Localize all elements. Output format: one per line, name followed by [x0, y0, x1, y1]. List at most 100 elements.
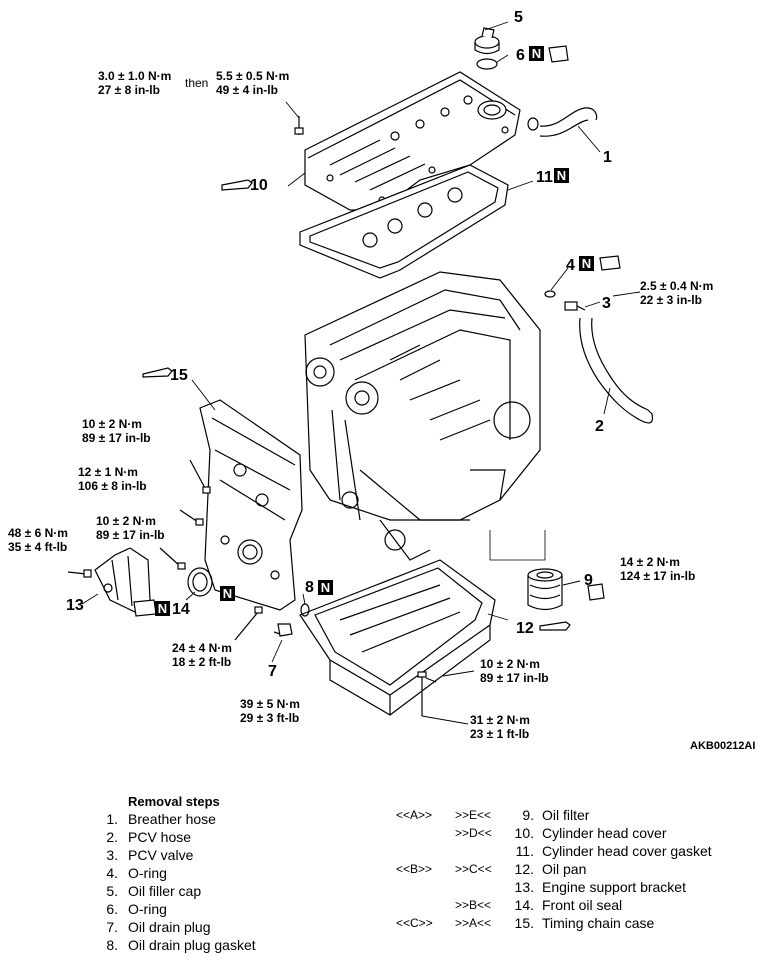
step-number: 15.: [514, 915, 534, 931]
o-ring-6-drawing: [476, 58, 498, 70]
step-number: 7.: [106, 919, 118, 935]
sealant-tube-icon: [142, 179, 571, 631]
torque-bracket: 48 ± 6 N·m: [8, 526, 68, 540]
engine-block-drawing: [304, 271, 541, 561]
torque-drain-plug-ftlb: 29 ± 3 ft-lb: [240, 711, 299, 725]
step-text: PCV hose: [128, 829, 192, 845]
cylinder-head-cover-drawing: [304, 71, 521, 211]
step-text: Cylinder head cover: [542, 825, 667, 841]
callout-3: 3: [602, 295, 611, 312]
torque-pcv: 2.5 ± 0.4 N·m: [640, 279, 713, 293]
oil-pan-drawing: [299, 559, 496, 717]
torque-case-low-inlb: 89 ± 17 in-lb: [96, 528, 165, 542]
torque-oil-filter-inlb: 124 ± 17 in-lb: [620, 569, 695, 583]
torque-case-low: 10 ± 2 N·m: [96, 514, 156, 528]
new-part-boxes: [155, 46, 594, 616]
callout-12: 12: [516, 620, 534, 637]
torque-oil-filter: 14 ± 2 N·m: [620, 555, 680, 569]
timing-chain-case-drawing: [199, 399, 303, 611]
oil-filter-drawing: [527, 568, 563, 611]
install-ref-mark: >>D<<: [455, 826, 492, 840]
step-text: Front oil seal: [542, 897, 623, 913]
removal-steps-title: Removal steps: [128, 794, 220, 809]
callout-5: 5: [514, 9, 523, 26]
torque-drain-plug: 39 ± 5 N·m: [240, 697, 300, 711]
step-number: 12.: [514, 861, 534, 877]
install-ref-mark: >>B<<: [455, 898, 492, 912]
torque-case-bolt-ftlb: 18 ± 2 ft-lb: [172, 655, 231, 669]
new-part-mark: N: [582, 256, 591, 271]
step-number: 11.: [515, 843, 534, 859]
torque-case-mid: 12 ± 1 N·m: [78, 465, 138, 479]
step-text: Oil filter: [542, 807, 590, 823]
torque-pan-bolt-inlb: 89 ± 17 in-lb: [480, 671, 549, 685]
removal-ref-mark: <<C>>: [396, 916, 433, 930]
oil-filler-cap-drawing: [474, 27, 500, 55]
step-number: 1.: [106, 811, 118, 827]
o-ring-4-drawing: [544, 290, 556, 298]
callout-10: 10: [250, 177, 268, 194]
torque-bracket-ftlb: 35 ± 4 ft-lb: [8, 540, 67, 554]
torque-pcv-inlb: 22 ± 3 in-lb: [640, 293, 702, 307]
removal-steps: Removal steps 1. Breather hose 2. PCV ho…: [0, 790, 780, 960]
removal-ref-mark: <<B>>: [396, 862, 433, 876]
leader-lines: [81, 21, 641, 725]
callout-11: 11: [536, 169, 553, 186]
pcv-valve-drawing: [564, 301, 586, 311]
new-part-mark: N: [321, 580, 330, 595]
new-part-mark: N: [532, 46, 541, 61]
cylinder-head-cover-gasket-drawing: [299, 164, 509, 279]
step-text: O-ring: [128, 901, 167, 917]
front-oil-seal-drawing: [187, 567, 213, 597]
callout-4: 4: [566, 257, 575, 274]
torque-case-bolt: 24 ± 4 N·m: [172, 641, 232, 655]
torque-then-word: then: [185, 76, 208, 90]
step-number: 3.: [106, 847, 118, 863]
step-number: 9.: [522, 807, 534, 823]
install-ref-mark: >>A<<: [455, 916, 492, 930]
exploded-engine-diagram: N N N N N N 1 2 3 4 5 6 7 8 9 10 11 12 1…: [8, 9, 713, 741]
torque-case-mid-inlb: 106 ± 8 in-lb: [78, 479, 147, 493]
step-number: 5.: [106, 883, 118, 899]
install-ref-mark: >>C<<: [455, 862, 492, 876]
callout-9: 9: [584, 572, 593, 589]
removal-ref-mark: <<A>>: [396, 808, 433, 822]
torque-case-top: 10 ± 2 N·m: [82, 417, 142, 431]
torque-stud-ftlb: 23 ± 1 ft-lb: [470, 727, 529, 741]
callout-1: 1: [603, 149, 612, 166]
oil-can-icon: [133, 45, 621, 617]
new-part-mark: N: [223, 586, 232, 601]
step-number: 2.: [106, 829, 118, 845]
step-text: Engine support bracket: [542, 879, 686, 895]
figure-code: AKB00212AI: [690, 740, 756, 752]
step-text: Cylinder head cover gasket: [542, 843, 712, 859]
step-text: Oil drain plug gasket: [128, 937, 256, 953]
callout-8: 8: [305, 579, 314, 596]
step-number: 6.: [106, 901, 118, 917]
step-text: PCV valve: [128, 847, 194, 863]
new-part-mark: N: [158, 601, 167, 616]
pcv-hose-drawing: [579, 317, 654, 424]
timing-case-bolts-drawing: [159, 459, 263, 641]
torque-case-top-inlb: 89 ± 17 in-lb: [82, 431, 151, 445]
torque-pan-bolt: 10 ± 2 N·m: [480, 657, 540, 671]
callout-7: 7: [268, 663, 277, 680]
step-text: Oil pan: [542, 861, 587, 877]
callout-15: 15: [170, 367, 188, 384]
step-text: Timing chain case: [542, 915, 655, 931]
oil-pan-stud-drawing: [417, 671, 427, 716]
engine-support-bracket-drawing: [67, 547, 151, 613]
install-ref-mark: >>E<<: [455, 808, 492, 822]
callout-13: 13: [66, 597, 84, 614]
torque-stud: 31 ± 2 N·m: [470, 713, 530, 727]
breather-hose-drawing: [527, 107, 598, 137]
torque-head-cover-final: 5.5 ± 0.5 N·m: [216, 69, 289, 83]
step-text: Breather hose: [128, 811, 216, 827]
head-cover-bolt-drawing: [294, 116, 304, 135]
oil-drain-plug-drawing: [273, 623, 293, 637]
step-number: 8.: [106, 937, 118, 953]
step-text: Oil drain plug: [128, 919, 211, 935]
step-number: 10.: [514, 825, 534, 841]
torque-head-cover-final-inlb: 49 ± 4 in-lb: [216, 83, 278, 97]
step-number: 4.: [106, 865, 118, 881]
